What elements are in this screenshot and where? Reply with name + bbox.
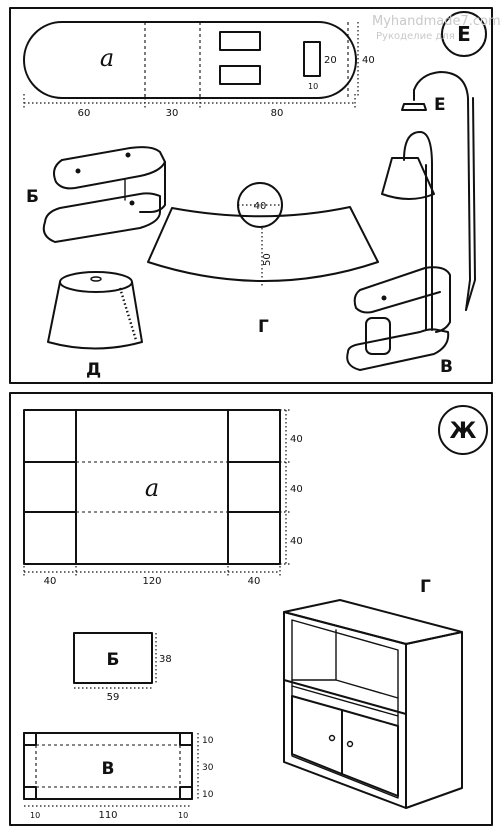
box-b-height: 38 (159, 654, 172, 665)
shower-label: Е (434, 95, 446, 115)
tray-pattern: а 20 10 60 30 80 40 (23, 21, 375, 119)
box-v-outline (23, 732, 193, 800)
tray-dim-middle: 30 (166, 108, 179, 119)
box-v-corner-left: 10 (30, 811, 40, 820)
box-v-label: В (102, 759, 115, 779)
box-v-pattern: В 10 30 10 10 110 10 (23, 732, 214, 821)
box-b-outline (73, 632, 153, 684)
panel-bottom-marker: Ж (450, 419, 477, 444)
tray-dim-right: 80 (271, 108, 284, 119)
tray-window-1 (219, 31, 261, 51)
box-v-dim-bot: 10 (202, 790, 214, 800)
tray-dim-height: 40 (362, 55, 375, 66)
box-b-width: 59 (107, 692, 120, 703)
sheet-outline (23, 409, 281, 565)
sheet-dim-row3: 40 (290, 536, 303, 547)
shade-height-dim: 50 (262, 253, 273, 266)
box-v-dim-top: 10 (202, 736, 214, 746)
box-v-dim-mid: 30 (202, 763, 214, 773)
panel-top-marker: Е (457, 22, 471, 46)
lamp-shade (381, 157, 435, 200)
box-v-corner-right: 10 (178, 811, 188, 820)
shade-strip-part: 40 50 Г (147, 182, 379, 337)
tray-slot (303, 41, 321, 77)
panel-top-marker-circle (441, 11, 487, 57)
shower-part: Е (401, 71, 476, 311)
sheet-dim-row2: 40 (290, 484, 303, 495)
box-v-width: 110 (98, 810, 117, 821)
shade-circle-dim: 40 (254, 201, 267, 212)
shade-strip-outline (147, 206, 379, 282)
tray-window-2 (219, 65, 261, 85)
box-b-label: Б (107, 650, 120, 670)
panel-bottom-marker-circle (438, 405, 488, 455)
sheet-pattern: а 40 40 40 40 120 40 (23, 409, 303, 587)
cabinet-drawing: Г (283, 577, 463, 809)
sheet-dim-left: 40 (44, 576, 57, 587)
sheet-dim-middle: 120 (142, 576, 161, 587)
clamp-label: Б (26, 187, 39, 207)
clamp-lamp-part: В (346, 131, 453, 377)
sheet-dim-right: 40 (248, 576, 261, 587)
sheet-label: а (145, 474, 159, 502)
tray-label: а (100, 44, 114, 72)
cabinet-label: Г (420, 577, 431, 597)
panel-bottom: Ж а 40 40 40 (9, 392, 493, 826)
shade-part: Д (47, 271, 143, 380)
tray-slot-height: 10 (308, 82, 318, 91)
panel-top: Е Myhandmade7.com Рукоделие для а 20 10 … (9, 7, 500, 384)
sheet-dim-row1: 40 (290, 434, 303, 445)
clamp-part: Б (26, 146, 166, 243)
clamp-lamp-label: В (440, 357, 453, 377)
panel-bottom-frame (9, 392, 493, 826)
panel-top-frame (9, 7, 493, 384)
shade-strip-label: Г (258, 317, 269, 337)
tray-outline (23, 21, 357, 99)
watermark-site: Myhandmade7.com (372, 14, 500, 29)
shade-label: Д (86, 360, 101, 380)
tray-dim-left: 60 (78, 108, 91, 119)
box-b-pattern: Б 38 59 (73, 632, 172, 703)
tray-slot-width: 20 (324, 55, 337, 66)
watermark-tagline: Рукоделие для (376, 31, 455, 42)
